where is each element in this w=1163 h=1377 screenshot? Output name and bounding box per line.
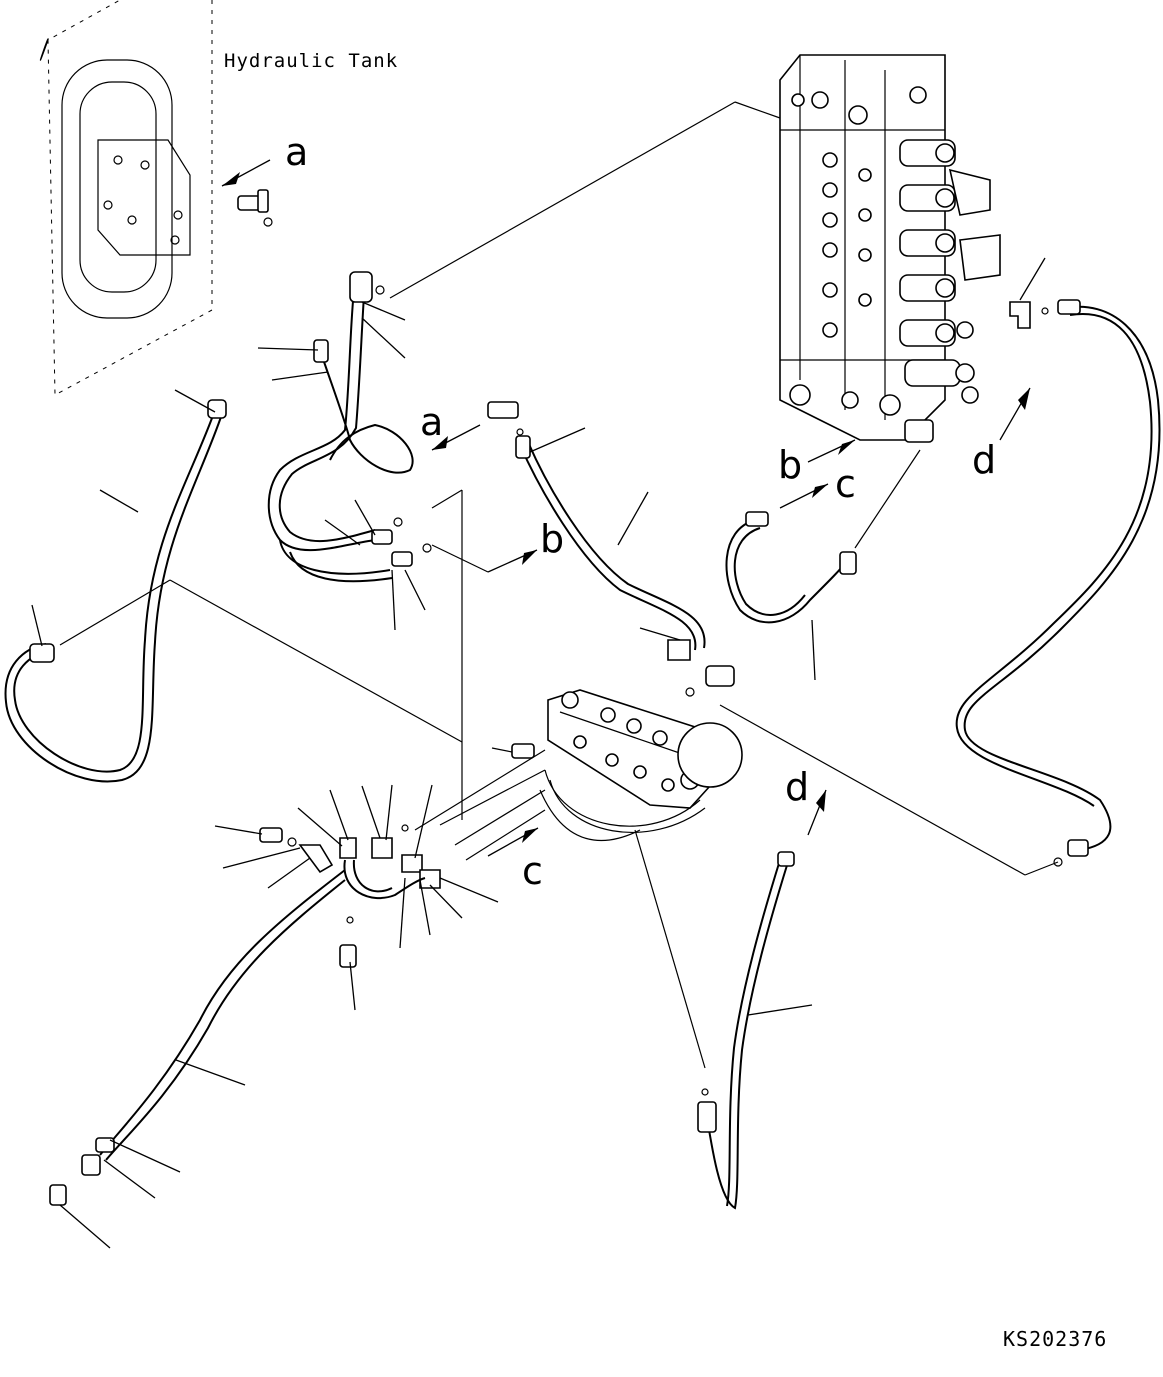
hose-bundle-upper (267, 271, 432, 583)
ref-letter-b-left: b (540, 517, 564, 561)
ref-letter-a-mid: a (420, 400, 443, 444)
arrow-c-left (487, 827, 539, 857)
arrow-d-lower (807, 789, 827, 836)
hose-bundle-lower (259, 824, 441, 968)
hose-a (519, 444, 697, 651)
hose-lower-left (99, 869, 346, 1156)
ref-letter-c-left: c (522, 849, 543, 893)
hose-d-long (963, 305, 1161, 851)
hose-d-lower (704, 861, 789, 1210)
pilot-valve-block (539, 689, 721, 842)
hose-c (725, 519, 849, 624)
accumulator (677, 722, 743, 788)
ref-letter-c: c (835, 462, 856, 506)
arrow-d-right (999, 387, 1031, 441)
tank-label: Hydraulic Tank (224, 50, 398, 72)
ref-letter-d: d (972, 438, 996, 482)
hydraulic-tank (39, 0, 213, 396)
sub-valve-fitting (511, 743, 535, 759)
arrow-a-mid (431, 424, 481, 451)
ref-letter-b: b (778, 443, 802, 487)
hose-left-loop (13, 409, 216, 773)
mid-elbow-fitting (487, 401, 524, 436)
arrow-c-right (779, 483, 829, 509)
arrow-b-right (807, 439, 856, 463)
ref-letter-a: a (285, 130, 308, 174)
arrow-a-top (221, 159, 271, 187)
ref-letter-d-lower: d (785, 765, 809, 809)
tank-elbow-fitting (237, 189, 273, 227)
control-valve (779, 54, 1001, 443)
drawing-code: KS202376 (1003, 1327, 1107, 1351)
arrow-b-left (431, 544, 538, 573)
right-elbow-fitting (1009, 301, 1049, 329)
